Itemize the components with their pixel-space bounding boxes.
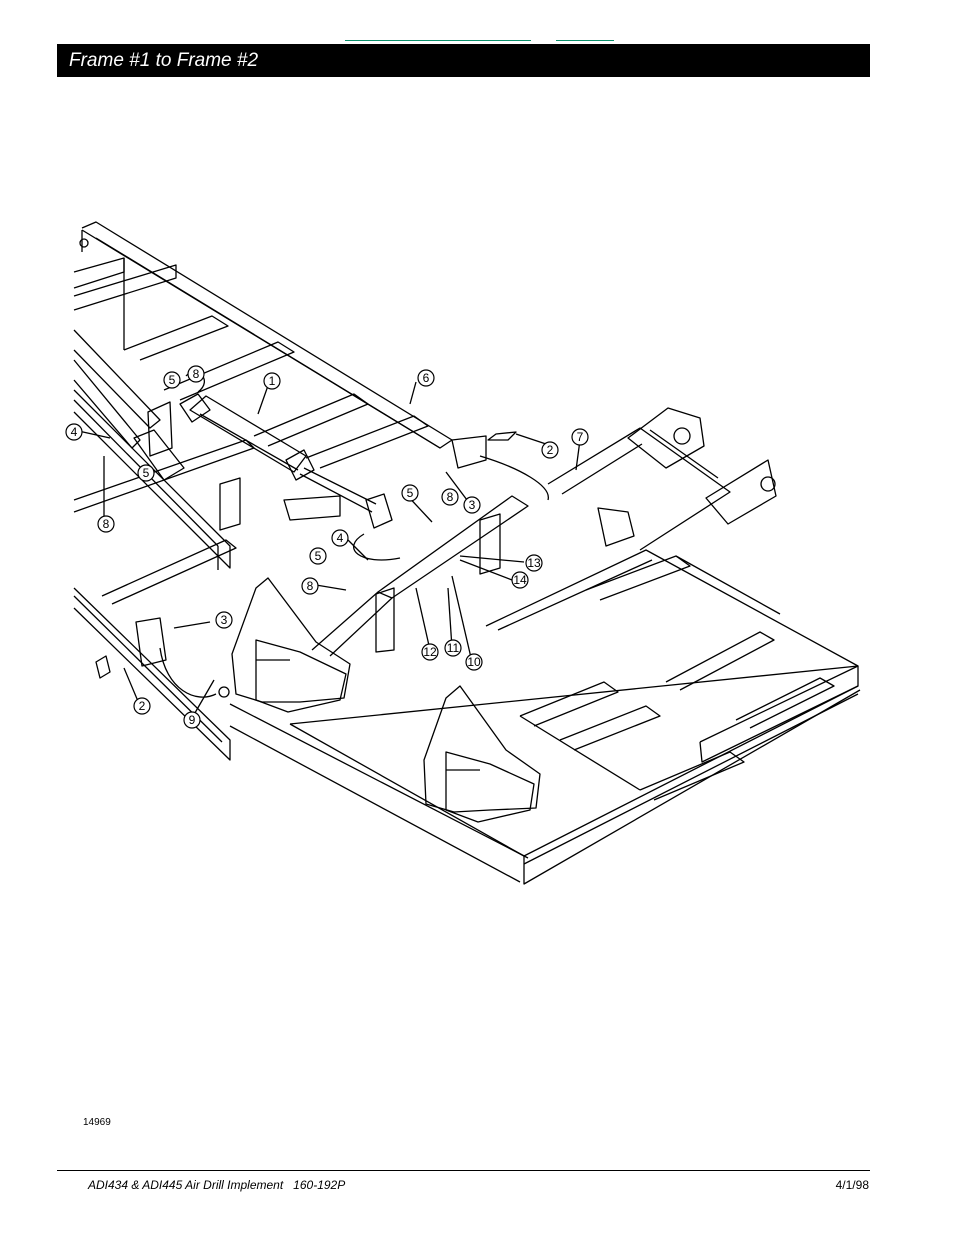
svg-text:3: 3 [221,613,228,627]
callout-13: 13 [525,554,543,572]
svg-text:5: 5 [315,549,322,563]
callout-3: 3 [215,611,233,629]
svg-text:14: 14 [513,573,527,587]
callout-labels: 1 2 2 3 3 4 4 5 5 5 5 6 7 8 8 8 8 9 10 1… [65,365,589,729]
svg-text:11: 11 [447,641,460,655]
svg-text:7: 7 [577,430,584,444]
callout-11: 11 [444,639,462,657]
svg-text:3: 3 [469,498,476,512]
callout-5: 5 [137,464,155,482]
footer-date: 4/1/98 [835,1178,869,1192]
svg-text:1: 1 [269,374,276,388]
callout-12: 12 [421,643,439,661]
svg-text:9: 9 [189,713,196,727]
svg-text:2: 2 [139,699,146,713]
callout-10: 10 [465,653,483,671]
svg-text:13: 13 [527,556,541,570]
page-title: Frame #1 to Frame #2 [57,44,870,77]
callout-8: 8 [97,515,115,533]
callout-4: 4 [65,423,83,441]
svg-text:5: 5 [407,486,414,500]
callout-8: 8 [301,577,319,595]
callout-5: 5 [163,371,181,389]
footer-manual-title: ADI434 & ADI445 Air Drill Implement 160-… [88,1178,346,1192]
callout-2: 2 [133,697,151,715]
callout-3: 3 [463,496,481,514]
svg-text:4: 4 [337,531,344,545]
callout-5: 5 [401,484,419,502]
svg-text:8: 8 [193,367,200,381]
callout-8: 8 [441,488,459,506]
frame-linework [73,221,861,885]
svg-text:8: 8 [447,490,454,504]
svg-text:12: 12 [423,645,437,659]
callout-2: 2 [541,441,559,459]
svg-text:4: 4 [71,425,78,439]
svg-text:5: 5 [169,373,176,387]
footer-divider [57,1170,870,1171]
callout-1: 1 [263,372,281,390]
svg-text:6: 6 [423,371,430,385]
svg-text:8: 8 [307,579,314,593]
callout-9: 9 [183,711,201,729]
svg-text:10: 10 [467,655,481,669]
figure-number: 14969 [83,1117,111,1128]
top-link-1[interactable] [345,40,531,41]
svg-text:8: 8 [103,517,110,531]
callout-8: 8 [187,365,205,383]
svg-text:5: 5 [143,466,150,480]
top-link-2[interactable] [556,40,614,41]
callout-7: 7 [571,428,589,446]
svg-text:2: 2 [547,443,554,457]
callout-14: 14 [511,571,529,589]
callout-5: 5 [309,547,327,565]
callout-6: 6 [417,369,435,387]
callout-4: 4 [331,529,349,547]
